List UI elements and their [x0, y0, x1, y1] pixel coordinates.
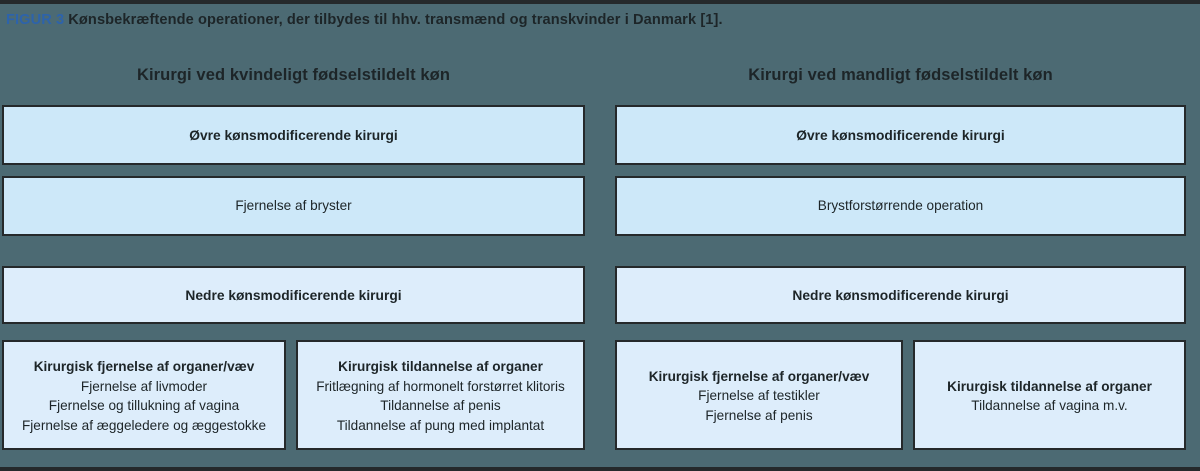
left-lower-removal-item-1: Fjernelse og tillukning af vagina: [48, 398, 240, 413]
box-left-upper-title: Øvre kønsmodificerende kirurgi: [2, 105, 585, 165]
right-upper-item-text: Brystforstørrende operation: [817, 198, 984, 214]
column-header-right: Kirurgi ved mandligt fødselstildelt køn: [748, 66, 1053, 84]
bottom-rule: [0, 467, 1200, 471]
left-lower-title-text: Nedre kønsmodificerende kirurgi: [185, 287, 402, 303]
left-lower-removal-item-0: Fjernelse af livmoder: [80, 378, 208, 394]
left-lower-creation-stack: Kirurgisk tildannelse af organer Fritlæg…: [298, 355, 583, 435]
right-upper-title-text: Øvre kønsmodificerende kirurgi: [796, 127, 1005, 143]
box-left-lower-title: Nedre kønsmodificerende kirurgi: [2, 266, 585, 324]
figure-caption-text: Kønsbekræftende operationer, der tilbyde…: [68, 12, 723, 28]
left-lower-creation-item-0: Fritlægning af hormonelt forstørret klit…: [316, 378, 565, 394]
left-upper-item-text: Fjernelse af bryster: [235, 198, 352, 214]
top-rule: [0, 0, 1200, 4]
column-header-left: Kirurgi ved kvindeligt fødselstildelt kø…: [136, 66, 451, 84]
right-lower-removal-item-0: Fjernelse af testikler: [698, 388, 820, 404]
box-right-lower-creation: Kirurgisk tildannelse af organer Tildann…: [913, 340, 1186, 450]
left-lower-creation-item-2: Tildannelse af pung med implantat: [336, 417, 545, 433]
box-left-lower-removal: Kirurgisk fjernelse af organer/væv Fjern…: [2, 340, 286, 450]
box-right-upper-title: Øvre kønsmodificerende kirurgi: [615, 105, 1186, 165]
right-lower-creation-heading: Kirurgisk tildannelse af organer: [947, 378, 1152, 394]
left-lower-removal-item-2: Fjernelse af æggeledere og æggestokke: [21, 417, 267, 433]
box-right-lower-title: Nedre kønsmodificerende kirurgi: [615, 266, 1186, 324]
right-lower-creation-stack: Kirurgisk tildannelse af organer Tildann…: [915, 375, 1184, 416]
right-lower-removal-heading: Kirurgisk fjernelse af organer/væv: [648, 368, 870, 384]
box-left-upper-item: Fjernelse af bryster: [2, 176, 585, 236]
right-lower-removal-item-1: Fjernelse af penis: [705, 407, 813, 423]
right-lower-removal-stack: Kirurgisk fjernelse af organer/væv Fjern…: [617, 365, 901, 426]
left-lower-removal-stack: Kirurgisk fjernelse af organer/væv Fjern…: [4, 355, 284, 435]
box-right-upper-item: Brystforstørrende operation: [615, 176, 1186, 236]
left-upper-title-text: Øvre kønsmodificerende kirurgi: [189, 127, 398, 143]
left-lower-creation-heading: Kirurgisk tildannelse af organer: [338, 359, 543, 374]
left-lower-creation-item-1: Tildannelse af penis: [380, 398, 501, 413]
left-lower-removal-heading: Kirurgisk fjernelse af organer/væv: [33, 359, 255, 374]
box-left-lower-creation: Kirurgisk tildannelse af organer Fritlæg…: [296, 340, 585, 450]
right-lower-title-text: Nedre kønsmodificerende kirurgi: [792, 287, 1009, 303]
right-lower-creation-item-0: Tildannelse af vagina m.v.: [971, 398, 1128, 413]
figure-label: FIGUR 3: [6, 12, 65, 28]
box-right-lower-removal: Kirurgisk fjernelse af organer/væv Fjern…: [615, 340, 903, 450]
